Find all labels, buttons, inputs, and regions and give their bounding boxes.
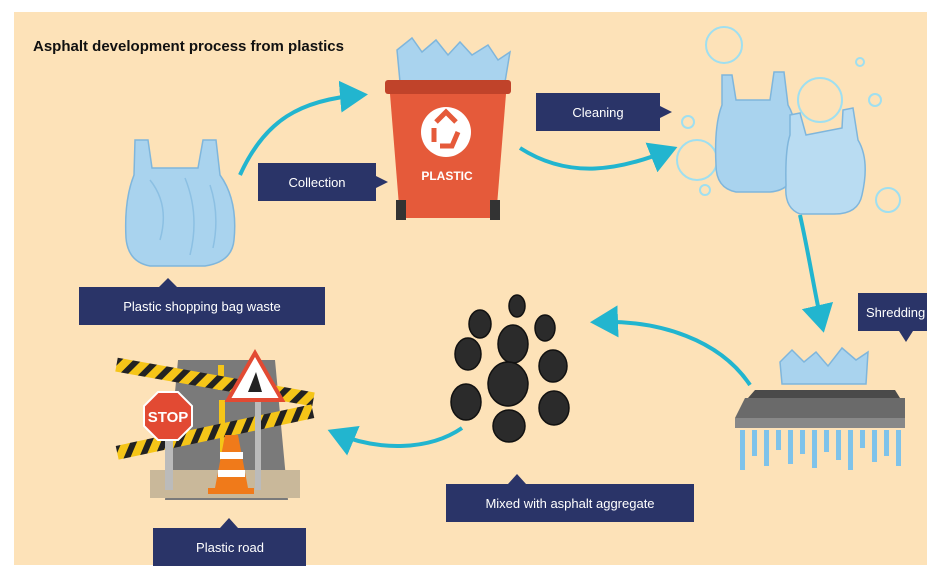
diagram-title: Asphalt development process from plastic… [33, 38, 344, 55]
asphalt-aggregate-illustration [450, 294, 570, 443]
label-collection: Collection [258, 163, 388, 201]
label-plastic-road: Plastic road [153, 518, 306, 566]
label-shredding: Shredding [858, 293, 927, 342]
arrow-shredding-to-mixed [590, 305, 752, 387]
stop-sign-label: STOP [148, 409, 189, 426]
svg-text:Mixed with asphalt aggregate: Mixed with asphalt aggregate [485, 496, 654, 511]
cleaning-illustration [676, 26, 901, 215]
recycling-bin-illustration: PLASTIC [385, 36, 512, 220]
arrow-collection-to-cleaning [518, 142, 678, 173]
flow-arrows [238, 80, 834, 456]
svg-text:Plastic shopping bag waste: Plastic shopping bag waste [123, 299, 281, 314]
plastic-road-illustration: STOP [115, 348, 315, 500]
shredder-illustration [735, 346, 905, 470]
svg-text:Cleaning: Cleaning [572, 105, 623, 120]
arrow-mixed-to-road [327, 426, 464, 456]
svg-text:Plastic road: Plastic road [196, 540, 264, 555]
label-plastic-bag-waste: Plastic shopping bag waste [79, 278, 325, 325]
arrow-cleaning-to-shredding [798, 214, 834, 333]
bin-label: PLASTIC [421, 169, 473, 183]
svg-text:Collection: Collection [288, 175, 345, 190]
svg-text:Shredding: Shredding [866, 305, 925, 320]
plastic-bag-illustration [124, 139, 236, 267]
label-mixed-asphalt: Mixed with asphalt aggregate [446, 474, 694, 522]
arrow-bag-to-collection [238, 80, 368, 176]
label-cleaning: Cleaning [536, 93, 672, 131]
